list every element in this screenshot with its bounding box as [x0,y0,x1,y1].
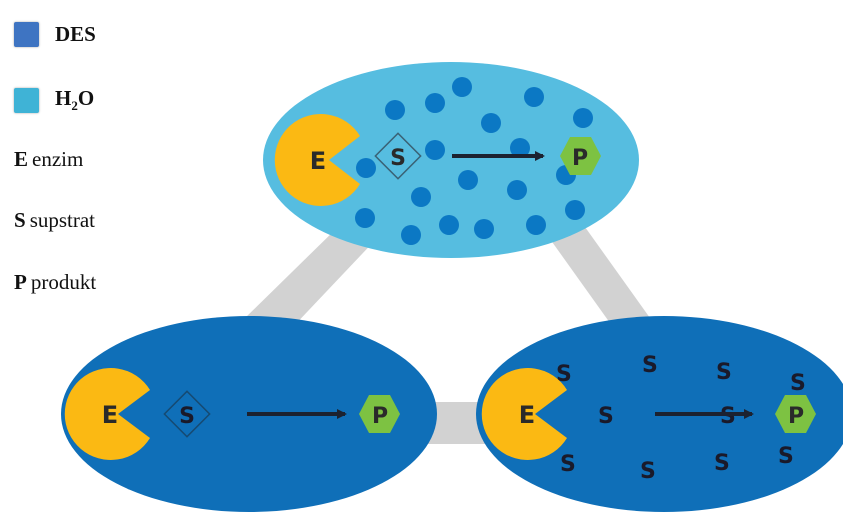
des-ellipse-group: E S P [61,316,437,512]
enzyme-label: E [519,401,535,429]
product-hexagon [359,395,400,433]
enzyme-shape [274,114,360,207]
legend-des-label: DES [55,22,96,46]
substrate-particle: S [716,360,732,385]
legend-water: H2O [14,86,94,114]
substrate-particle: S [778,444,794,469]
connector-right [540,220,655,330]
legend-product-key: P [14,270,27,294]
enzyme-label: E [310,147,326,175]
legend-substrate-text: supstrat [29,208,96,232]
product-label: P [372,404,388,429]
substrate-particle: S [720,404,736,429]
product-label: P [572,146,588,171]
water-swatch [14,87,39,113]
product-hexagon [775,395,816,433]
legend-enzyme-key: E [14,147,29,171]
legend-substrate: S supstrat [14,208,95,233]
substrate-particle: S [560,452,576,477]
legend-water-label: H2O [55,86,95,114]
substrate-particle: S [598,404,614,429]
legend-enzyme: E enzim [14,147,83,172]
substrate-diamond [163,390,211,438]
legend-product-text: produkt [30,270,97,294]
enzyme-shape [64,367,150,460]
substrate-particle: S [714,451,730,476]
substrate-particle: S [790,371,806,396]
legend-product: P produkt [14,270,96,295]
water-ellipse-group: E S P [263,62,639,258]
product-label: P [788,404,804,429]
substrate-particle: S [640,459,656,484]
substrate-particles: S S S S S S S S S S [556,353,806,484]
legend: DES H2O E enzim S supstrat P produkt [14,0,234,320]
enzyme-label: E [102,401,118,429]
product-hexagon [560,137,601,175]
substrate-particle: S [642,353,658,378]
connector-left [245,225,380,330]
legend-enzyme-text: enzim [32,147,84,171]
substrate-label: S [179,404,195,429]
legend-des: DES [14,22,96,47]
legend-substrate-key: S [14,208,26,232]
enzyme-shape [481,367,567,460]
water-ellipse [263,62,639,258]
substrate-particle: S [556,362,572,387]
substrate-label: S [390,146,406,171]
substrate-diamond [374,132,422,180]
water-dots [355,77,593,245]
des-substrate-ellipse-group: S S S S S S S S S S E P [476,316,843,512]
des-swatch [14,22,39,47]
